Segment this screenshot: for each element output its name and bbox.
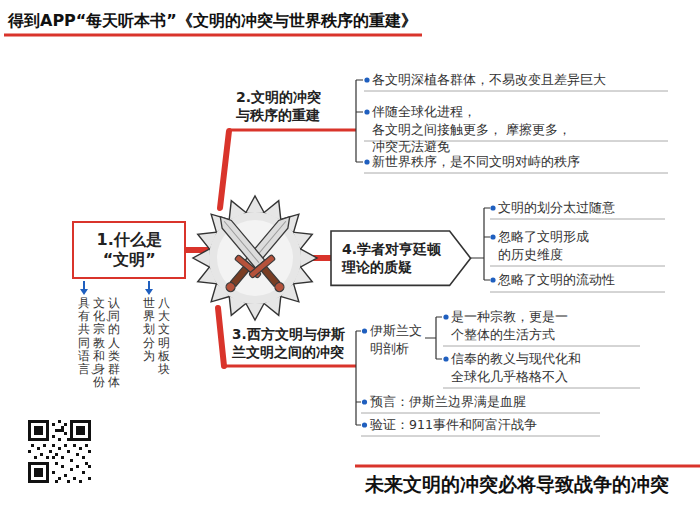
bullet bbox=[443, 356, 448, 361]
item-underline bbox=[364, 91, 668, 92]
bullet bbox=[443, 314, 448, 319]
vertical-note: 认同的人类群体 bbox=[108, 297, 120, 389]
label-slot: 验证：911事件和阿富汗战争 bbox=[370, 416, 537, 434]
arrow-box: 4.学者对亨廷顿 理论的质疑 bbox=[330, 230, 472, 286]
crossed-swords-badge bbox=[193, 196, 317, 320]
vertical-note: 具有共同语言、 bbox=[78, 297, 90, 376]
branch-underline bbox=[229, 129, 356, 132]
list-item: 伊斯兰文 明剖析 bbox=[370, 322, 425, 357]
bullet bbox=[364, 77, 369, 82]
list-item: 新世界秩序，是不同文明对峙的秩序 bbox=[372, 153, 580, 171]
label-slot: 各文明深植各群体，不易改变且差异巨大 bbox=[372, 71, 606, 89]
label-slot: 认同的人类群体 bbox=[108, 297, 120, 389]
list-item: 各文明深植各群体，不易改变且差异巨大 bbox=[372, 71, 606, 89]
label-slot: 信奉的教义与现代化和 全球化几乎格格不入 bbox=[451, 350, 581, 385]
item-underline bbox=[443, 388, 640, 389]
branch-line bbox=[218, 308, 224, 366]
bracket bbox=[425, 317, 442, 359]
arrow-shaft bbox=[148, 281, 150, 290]
label-slot: 伴随全球化进程，各文明之间接触更多， 摩擦更多，冲突无法避免 bbox=[372, 103, 602, 156]
qr-finder bbox=[28, 420, 91, 483]
vertical-note: 八大文明板块 bbox=[158, 297, 170, 376]
label-slot: 文明的划分太过随意 bbox=[498, 199, 615, 217]
node-text: 1.什么是 “文明” bbox=[92, 230, 166, 270]
label-slot: 文化、宗教和身份 bbox=[93, 297, 105, 389]
label-slot: 伊斯兰文 明剖析 bbox=[370, 322, 425, 357]
item-underline bbox=[443, 346, 640, 347]
label-slot: 新世界秩序，是不同文明对峙的秩序 bbox=[372, 153, 580, 171]
item-underline bbox=[361, 413, 600, 414]
label-slot: 3.西方文明与伊斯 兰文明之间的冲突 bbox=[232, 326, 345, 361]
list-item: 伴随全球化进程，各文明之间接触更多， 摩擦更多，冲突无法避免 bbox=[372, 103, 602, 156]
list-item: 是一种宗教，更是一 个整体的生活方式 bbox=[451, 308, 569, 343]
bullet bbox=[364, 109, 369, 114]
arrow-box-outline bbox=[330, 230, 472, 286]
bracket bbox=[356, 80, 363, 162]
label-slot: 世界划分为 bbox=[143, 297, 155, 363]
qr-code bbox=[25, 417, 94, 486]
bracket bbox=[471, 208, 490, 280]
bullet bbox=[490, 205, 495, 210]
qr-ground bbox=[25, 417, 94, 486]
item-underline bbox=[490, 292, 665, 293]
caption-slot: 未来文明的冲突必将导致战争的冲突 bbox=[365, 473, 669, 497]
item-underline bbox=[490, 266, 665, 267]
burst-spike bbox=[300, 248, 318, 267]
vertical-note: 世界划分为 bbox=[143, 297, 155, 363]
label-slot: 忽略了文明的流动性 bbox=[498, 271, 615, 289]
qr-modules bbox=[28, 420, 91, 483]
burst-spike bbox=[193, 248, 211, 267]
label-slot: 是一种宗教，更是一 个整体的生活方式 bbox=[451, 308, 569, 343]
label-slot: 忽略了文明形成 的历史维度 bbox=[498, 228, 591, 263]
title-slot: 得到APP“每天听本书”《文明的冲突与世界秩序的重建》 bbox=[8, 11, 417, 32]
list-item: 信奉的教义与现代化和 全球化几乎格格不入 bbox=[451, 350, 581, 385]
list-item: 忽略了文明的流动性 bbox=[498, 271, 615, 289]
arrow-head bbox=[145, 289, 153, 295]
branch-line bbox=[220, 131, 229, 208]
burst-spike bbox=[245, 196, 264, 214]
item-underline bbox=[361, 436, 600, 437]
arrow-box-shape bbox=[331, 231, 471, 285]
bullet bbox=[364, 159, 369, 164]
concept-box: 1.什么是 “文明” bbox=[72, 221, 186, 279]
caption: 未来文明的冲突必将导致战争的冲突 bbox=[365, 473, 669, 497]
title: 得到APP“每天听本书”《文明的冲突与世界秩序的重建》 bbox=[8, 11, 417, 32]
arrow-shaft bbox=[83, 281, 85, 290]
bullet bbox=[490, 277, 495, 282]
down-arrows bbox=[80, 281, 153, 295]
vertical-note: 文化、宗教和身份 bbox=[93, 297, 105, 389]
label-slot: 2.文明的冲突 与秩序的重建 bbox=[236, 88, 327, 124]
label-slot: 预言：伊斯兰边界满是血腥 bbox=[370, 393, 526, 411]
branch-heading: 2.文明的冲突 与秩序的重建 bbox=[236, 88, 327, 124]
bullet bbox=[362, 399, 367, 404]
bracket bbox=[356, 331, 361, 425]
item-underline bbox=[364, 173, 668, 174]
burst-spike bbox=[245, 303, 264, 321]
list-item: 预言：伊斯兰边界满是血腥 bbox=[370, 393, 526, 411]
bullet bbox=[362, 328, 367, 333]
title-underline bbox=[4, 34, 422, 37]
node-text: 4.学者对亨廷顿 理论的质疑 bbox=[342, 240, 446, 276]
list-item: 验证：911事件和阿富汗战争 bbox=[370, 416, 537, 434]
label-slot: 八大文明板块 bbox=[158, 297, 170, 376]
label-slot: 具有共同语言、 bbox=[78, 297, 90, 376]
item-underline bbox=[490, 219, 665, 220]
caption-rule bbox=[355, 465, 700, 468]
arrow-head bbox=[80, 289, 88, 295]
sword-symbol bbox=[209, 207, 294, 300]
bullet bbox=[490, 234, 495, 239]
branch-heading: 3.西方文明与伊斯 兰文明之间的冲突 bbox=[232, 326, 345, 361]
list-item: 文明的划分太过随意 bbox=[498, 199, 615, 217]
list-item: 忽略了文明形成 的历史维度 bbox=[498, 228, 591, 263]
bullet bbox=[362, 422, 367, 427]
branch-underline bbox=[224, 365, 356, 368]
